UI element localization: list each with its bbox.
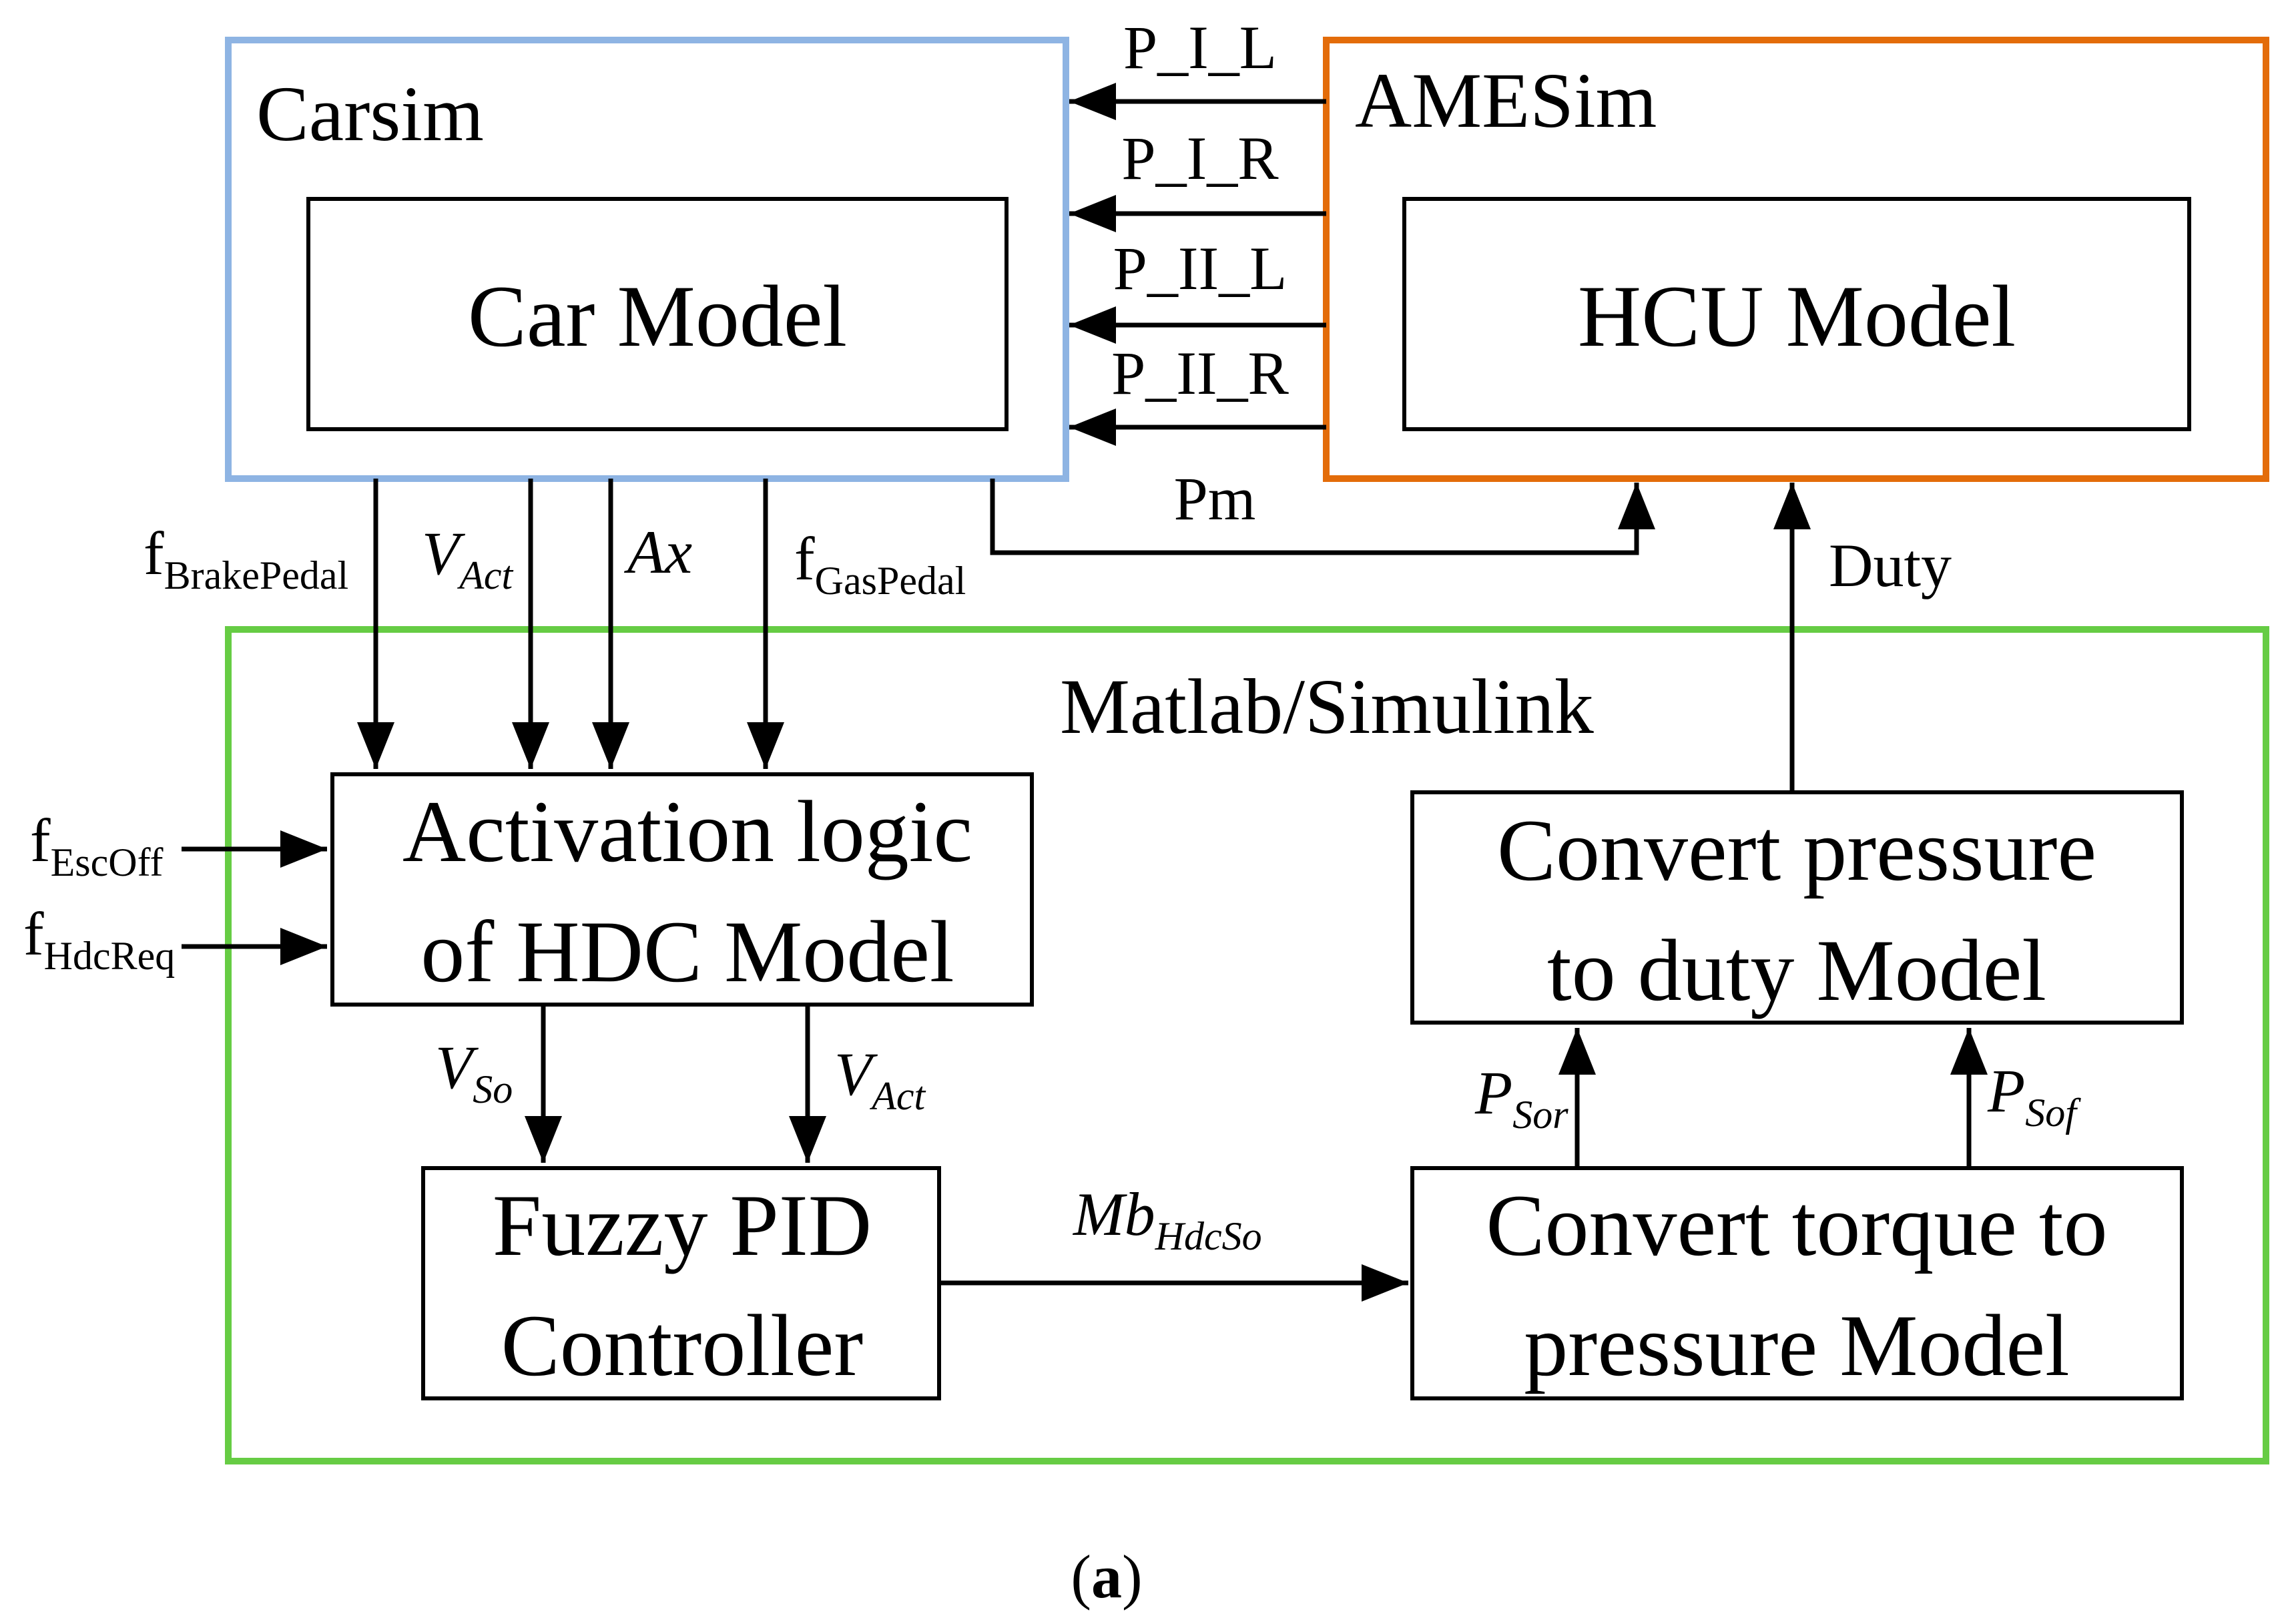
activation-logic-block xyxy=(330,772,1034,1007)
p-i-l-label: P_I_L xyxy=(1123,13,1277,81)
p-sor-label: PSor xyxy=(1474,1059,1568,1137)
gas-pedal-label: fGasPedal xyxy=(794,525,966,603)
convert-pressure-line-2: to duty Model xyxy=(1547,921,2046,1019)
car-model-block xyxy=(306,197,1009,431)
hdc-req-label: fHdcReq xyxy=(23,900,175,978)
fuzzy-line-2: Controller xyxy=(501,1296,864,1394)
ax-label: Ax xyxy=(623,518,692,586)
arrow-pm xyxy=(990,479,1655,555)
pm-label: Pm xyxy=(1174,465,1256,533)
convert-torque-line-1: Convert torque to xyxy=(1486,1176,2107,1274)
mb-label: MbHdcSo xyxy=(1072,1180,1262,1258)
p-i-r-label: P_I_R xyxy=(1121,124,1279,192)
fuzzy-line-1: Fuzzy PID xyxy=(493,1176,872,1274)
p-sof-label: PSof xyxy=(1987,1057,2081,1135)
amesim-label: AMESim xyxy=(1355,57,1657,144)
duty-label: Duty xyxy=(1829,531,1952,599)
esc-off-label: fEscOff xyxy=(30,806,163,884)
hcu-model-block xyxy=(1402,197,2191,431)
amesim-frame xyxy=(1323,37,2269,482)
convert-pressure-block xyxy=(1410,790,2184,1025)
hcu-model-label: HCU Model xyxy=(1578,267,2016,365)
v-act-2-label: VAct xyxy=(834,1040,926,1118)
v-act-label: VAct xyxy=(422,519,513,597)
brake-pedal-label: fBrakePedal xyxy=(144,519,348,597)
v-so-label: VSo xyxy=(435,1033,513,1111)
activation-line-2: of HDC Model xyxy=(420,902,954,1001)
p-ii-r-label: P_II_R xyxy=(1111,339,1289,407)
figure-caption: (a) xyxy=(1071,1543,1142,1611)
car-model-label: Car Model xyxy=(468,267,847,365)
simulink-label: Matlab/Simulink xyxy=(1060,663,1594,750)
carsim-frame xyxy=(225,37,1069,482)
carsim-label: Carsim xyxy=(256,70,484,158)
convert-pressure-line-1: Convert pressure xyxy=(1497,801,2096,899)
p-ii-l-label: P_II_L xyxy=(1113,234,1287,302)
simulink-frame xyxy=(225,626,2269,1464)
convert-torque-block xyxy=(1410,1166,2184,1400)
convert-torque-line-2: pressure Model xyxy=(1524,1296,2069,1394)
activation-line-1: Activation logic xyxy=(402,782,972,880)
